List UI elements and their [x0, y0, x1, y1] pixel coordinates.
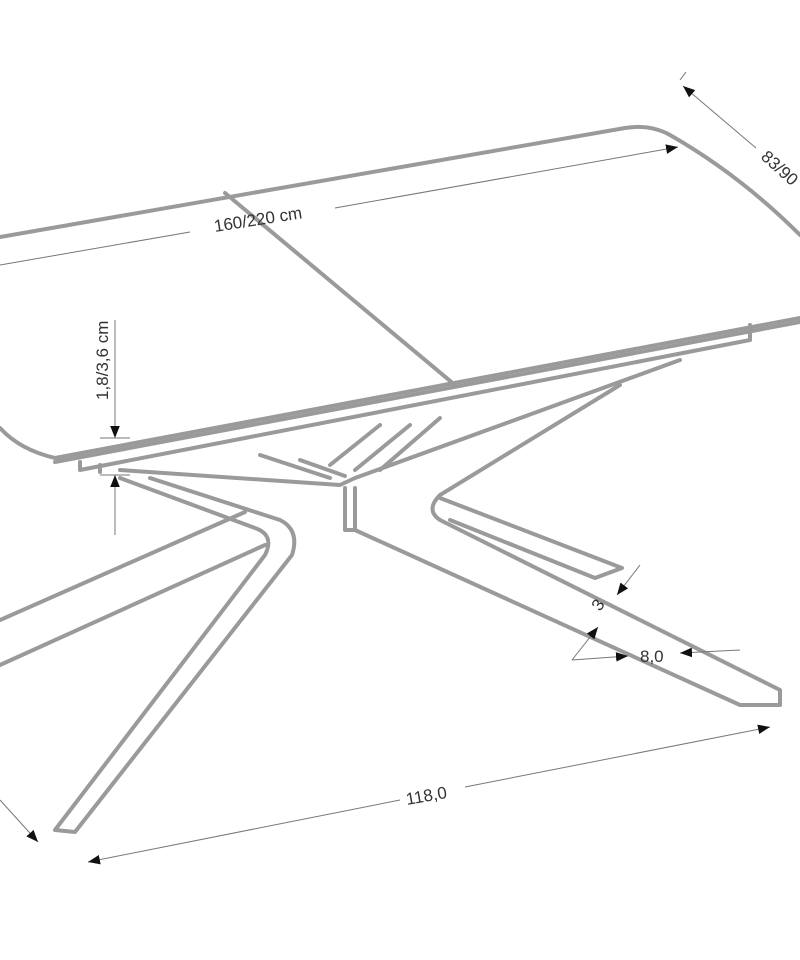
top-thickness-label: 1,8/3,6 cm	[93, 321, 112, 400]
width-label: 83/90	[757, 147, 800, 190]
length-label: 160/220 cm	[213, 203, 304, 236]
tabletop	[0, 124, 800, 474]
leg-width-label: 8,0	[640, 647, 664, 666]
leg-base	[0, 358, 782, 834]
dimension-lines	[0, 71, 771, 865]
extension-seam	[223, 191, 457, 387]
leg-span-label: 118,0	[404, 783, 448, 809]
